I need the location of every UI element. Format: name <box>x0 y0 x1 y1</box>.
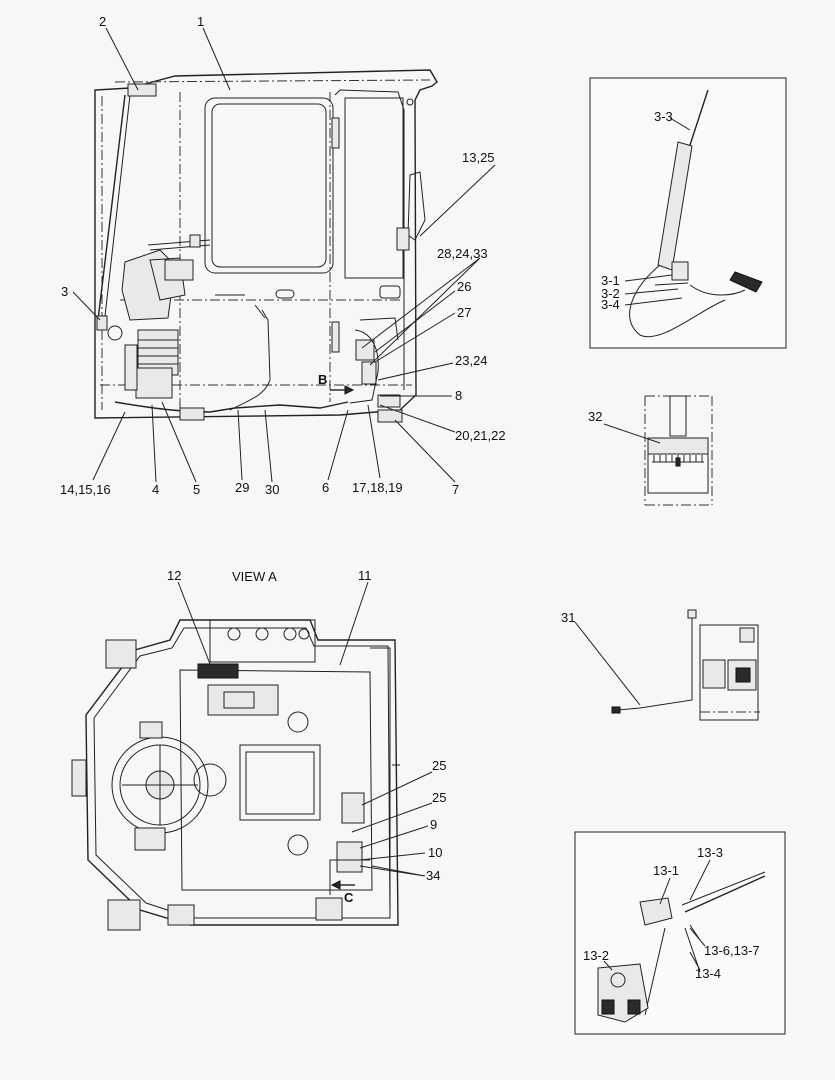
callout-25-lower: 25 <box>432 790 446 805</box>
callout-34: 34 <box>426 868 440 883</box>
callout-14-15-16: 14,15,16 <box>60 482 111 497</box>
callout-13-25: 13,25 <box>462 150 495 165</box>
main-callouts: 1 2 3 4 5 6 7 8 13,25 14,15,16 17,18,19 … <box>60 14 506 497</box>
callout-5: 5 <box>193 482 200 497</box>
detail-13-1-label: 13-1 <box>653 863 679 878</box>
detail-3-1-label: 3-1 <box>601 273 620 288</box>
callout-2: 2 <box>99 14 106 29</box>
callout-28-24-33: 28,24,33 <box>437 246 488 261</box>
callout-23-24: 23,24 <box>455 353 488 368</box>
callout-27: 27 <box>457 305 471 320</box>
view-b-arrow-label: B <box>318 372 327 387</box>
view-a-top-view: VIEW A <box>71 569 400 931</box>
callout-30: 30 <box>265 482 279 497</box>
callout-29: 29 <box>235 480 249 495</box>
detail-3-wiper: 3-3 3-1 3-2 3-4 <box>589 77 787 349</box>
view-c-arrow-label: C <box>344 890 354 905</box>
detail-32-label: 32 <box>588 409 602 424</box>
detail-3-3-label: 3-3 <box>654 109 673 124</box>
detail-13-2-label: 13-2 <box>583 948 609 963</box>
callout-7: 7 <box>452 482 459 497</box>
callout-12: 12 <box>167 568 181 583</box>
callout-10: 10 <box>428 845 442 860</box>
detail-13-3-label: 13-3 <box>697 845 723 860</box>
callout-25-upper: 25 <box>432 758 446 773</box>
callout-20-21-22: 20,21,22 <box>455 428 506 443</box>
callout-9: 9 <box>430 817 437 832</box>
detail-32-gauge: 32 <box>588 395 713 506</box>
detail-31-harness: 31 <box>561 609 760 721</box>
detail-31-label: 31 <box>561 610 575 625</box>
callout-4: 4 <box>152 482 159 497</box>
callout-6: 6 <box>322 480 329 495</box>
callout-3: 3 <box>61 284 68 299</box>
callout-1: 1 <box>197 14 204 29</box>
callout-11: 11 <box>358 568 372 583</box>
detail-3-4-label: 3-4 <box>601 297 620 312</box>
detail-13-4-label: 13-4 <box>695 966 721 981</box>
callout-8: 8 <box>455 388 462 403</box>
detail-13-wiper: 13-3 13-1 13-2 13-6,13-7 13-4 <box>574 831 786 1035</box>
view-a-title: VIEW A <box>232 569 277 584</box>
detail-3-2-label: 3-2 <box>601 286 620 301</box>
cab-side-view: B <box>94 69 438 423</box>
detail-13-6-13-7-label: 13-6,13-7 <box>704 943 760 958</box>
view-a-callouts: 9 10 11 12 25 25 34 <box>167 568 446 883</box>
callout-26: 26 <box>457 279 471 294</box>
callout-17-18-19: 17,18,19 <box>352 480 403 495</box>
